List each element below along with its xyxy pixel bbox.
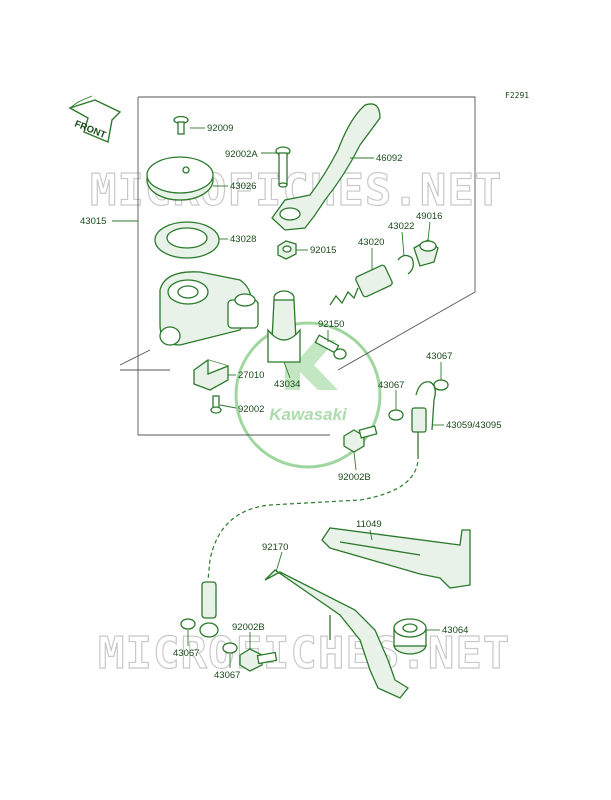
label-43059-43095: 43059/43095 [446,420,501,431]
assembly-frame [119,96,476,436]
circlip-43022[interactable] [397,254,414,275]
label-43028: 43028 [230,234,256,245]
leader-lines [112,127,444,668]
nut-92015[interactable] [277,240,297,260]
cap-43026[interactable] [146,156,214,201]
bolt-92002A[interactable] [275,146,291,188]
hose-fitting-43059-43095[interactable] [411,381,436,455]
grommet-43064[interactable] [393,618,427,655]
label-92150: 92150 [318,319,344,330]
label-43015: 43015 [80,216,106,227]
label-43067-b: 43067 [426,351,452,362]
piston-43020[interactable] [329,264,393,306]
label-92170: 92170 [262,542,288,553]
washer-43067-lower-right[interactable] [222,642,238,654]
label-43067-d: 43067 [214,670,240,681]
label-27010: 27010 [238,370,264,381]
label-43067-a: 43067 [378,380,404,391]
watermark-bottom: MICROFICHES.NET [98,628,510,679]
clamp-43034[interactable] [267,290,301,363]
bracket-92170[interactable] [264,569,409,699]
bracket-11049[interactable] [321,527,471,589]
label-11049: 11049 [356,519,382,530]
front-arrow-icon: FRONT [68,95,122,143]
screw-92009[interactable] [173,115,189,135]
label-43020: 43020 [358,237,384,248]
label-43064: 43064 [442,625,468,636]
diaphragm-43028[interactable] [154,221,220,259]
label-43034: 43034 [274,379,300,390]
label-46092: 46092 [376,153,402,164]
boot-49016[interactable] [413,239,439,267]
hose-fitting-lower[interactable] [199,581,219,638]
label-92015: 92015 [310,245,336,256]
washer-43067-lower-left[interactable] [180,618,196,630]
label-43067-c: 43067 [173,648,199,659]
diagram-code: F2291 [505,91,529,100]
lever-46092[interactable] [271,103,381,231]
master-cylinder-43015[interactable] [159,271,259,346]
washer-43067-upper-right[interactable] [433,379,449,391]
bolt-92150[interactable] [314,334,347,360]
label-92002B-lower: 92002B [232,622,265,633]
bolt-92002B-upper[interactable] [343,425,378,453]
label-49016: 49016 [416,211,442,222]
label-43026: 43026 [230,181,256,192]
screw-92002[interactable] [210,395,222,414]
label-92002: 92002 [238,404,264,415]
brake-hose [207,454,419,581]
washer-43067-upper-left[interactable] [388,409,404,421]
switch-27010[interactable] [193,359,229,391]
label-92002B: 92002B [338,472,371,483]
label-92002A: 92002A [225,149,258,160]
logo-text: Kawasaki [269,405,348,424]
label-43022: 43022 [388,221,414,232]
label-92009: 92009 [207,123,233,134]
